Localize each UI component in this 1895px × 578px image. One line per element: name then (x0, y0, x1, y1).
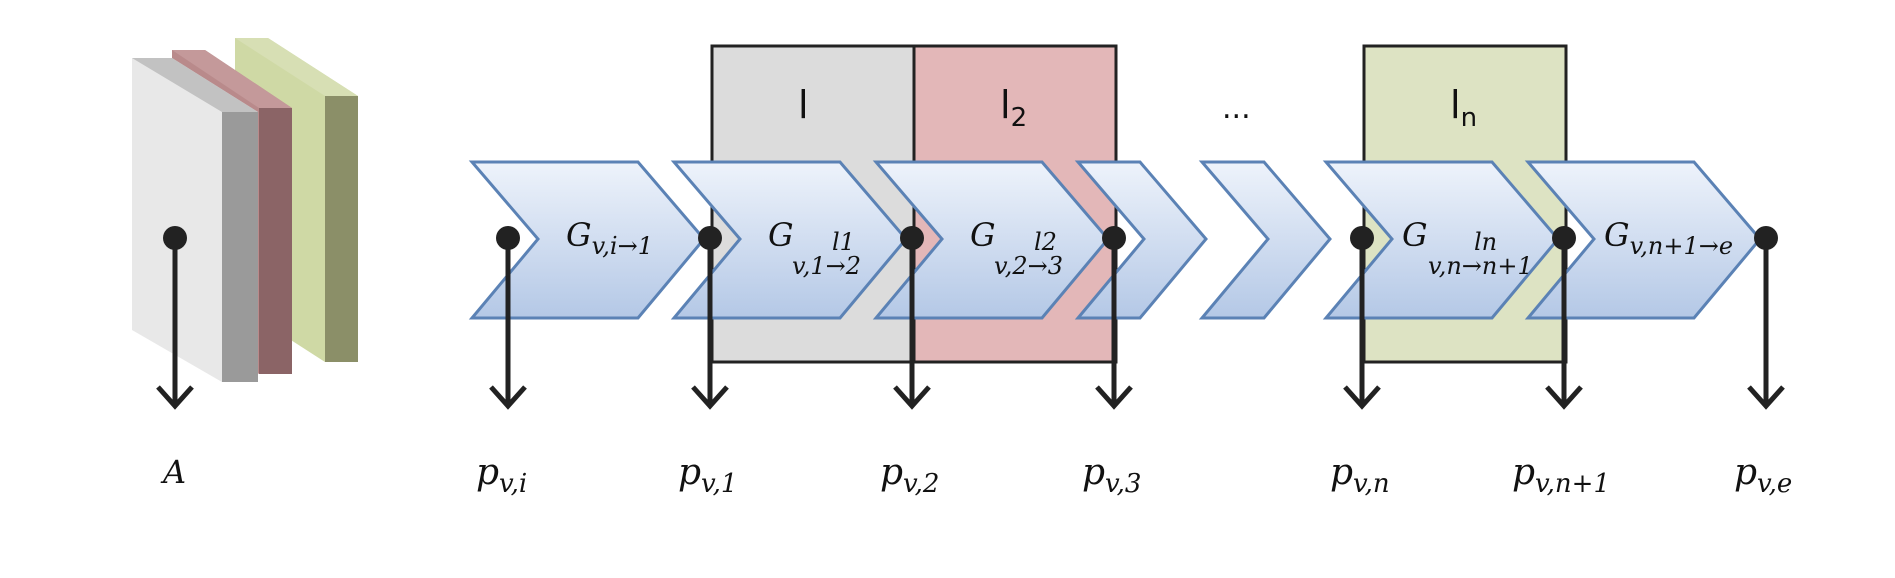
point-arrow-v2 (893, 226, 931, 410)
point-label-vn1: pv,n+1 (1512, 452, 1610, 499)
point-label-vi: pv,i (476, 452, 527, 499)
ellipsis-label: ... (1222, 91, 1251, 126)
point-arrow-v3 (1095, 226, 1133, 410)
chevron-row (468, 160, 1762, 320)
layer-n-label: ln (1450, 83, 1477, 133)
layer-stack-icon (132, 38, 358, 382)
stack-label: A (160, 453, 186, 491)
chevron-3 (872, 160, 1110, 320)
point-arrow-ve (1747, 226, 1785, 410)
chevron-5 (1198, 160, 1332, 320)
chevron-1-label: Gv,i→1 (566, 216, 653, 260)
layer-1-label: l (798, 83, 809, 127)
point-label-vn: pv,n (1330, 452, 1390, 499)
chevron-6-sup: ln (1474, 228, 1497, 256)
chevron-6-sub: v,n→n+1 (1428, 252, 1533, 280)
chevron-6-label: G (1402, 216, 1428, 254)
point-label-v2: pv,2 (880, 452, 939, 499)
chevron-7 (1524, 160, 1762, 320)
point-arrow-vn1 (1545, 226, 1583, 410)
chevron-3-sub: v,2→3 (994, 252, 1063, 280)
point-label-v3: pv,3 (1082, 452, 1141, 499)
chevron-6 (1322, 160, 1560, 320)
chevron-3-sup: l2 (1034, 228, 1057, 256)
chevron-2-label: G (768, 216, 794, 254)
chevron-2-sub: v,1→2 (792, 252, 861, 280)
point-arrow-vi (489, 226, 527, 410)
chevron-7-label: Gv,n+1→e (1604, 216, 1733, 260)
point-label-ve: pv,e (1734, 452, 1792, 499)
point-arrow-vn (1343, 226, 1381, 410)
chevron-2 (670, 160, 908, 320)
point-arrows (489, 226, 1785, 410)
point-label-v1: pv,1 (678, 452, 737, 499)
chevron-2-sup: l1 (832, 228, 855, 256)
chevron-3-label: G (970, 216, 996, 254)
chevron-1 (468, 160, 706, 320)
layer-2-label: l2 (1000, 83, 1027, 133)
point-arrow-v1 (691, 226, 729, 410)
chevron-4 (1074, 160, 1208, 320)
stack-output-arrow (156, 226, 194, 410)
